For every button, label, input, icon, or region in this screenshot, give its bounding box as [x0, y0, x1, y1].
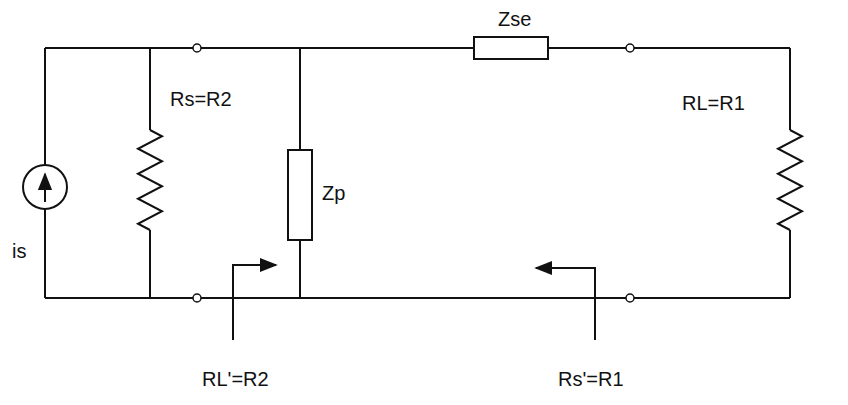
terminal [193, 294, 201, 302]
terminal [626, 44, 634, 52]
terminal [193, 44, 201, 52]
resistor-label: RL=R1 [680, 92, 747, 114]
port-label: Rs'=R1 [556, 368, 626, 390]
port-arrow [536, 268, 595, 340]
bottom-wire [45, 297, 790, 299]
source-arrow [44, 174, 46, 202]
impedance-box [288, 150, 312, 240]
port-label: RL'=R2 [200, 368, 271, 390]
resistor-wire [149, 48, 151, 298]
resistor-symbol [778, 130, 802, 230]
source-label: is [10, 240, 28, 262]
current-source [23, 165, 67, 209]
impedance-label: Zse [496, 8, 533, 30]
resistor-symbol [138, 130, 162, 230]
impedance-label: Zp [320, 182, 347, 204]
impedance-box [474, 37, 548, 59]
resistor-label: Rs=R2 [168, 88, 234, 110]
top-wire [45, 47, 790, 49]
resistor-wire [789, 48, 791, 298]
terminal [626, 294, 634, 302]
port-arrow [233, 265, 276, 340]
source-wire [44, 48, 46, 298]
